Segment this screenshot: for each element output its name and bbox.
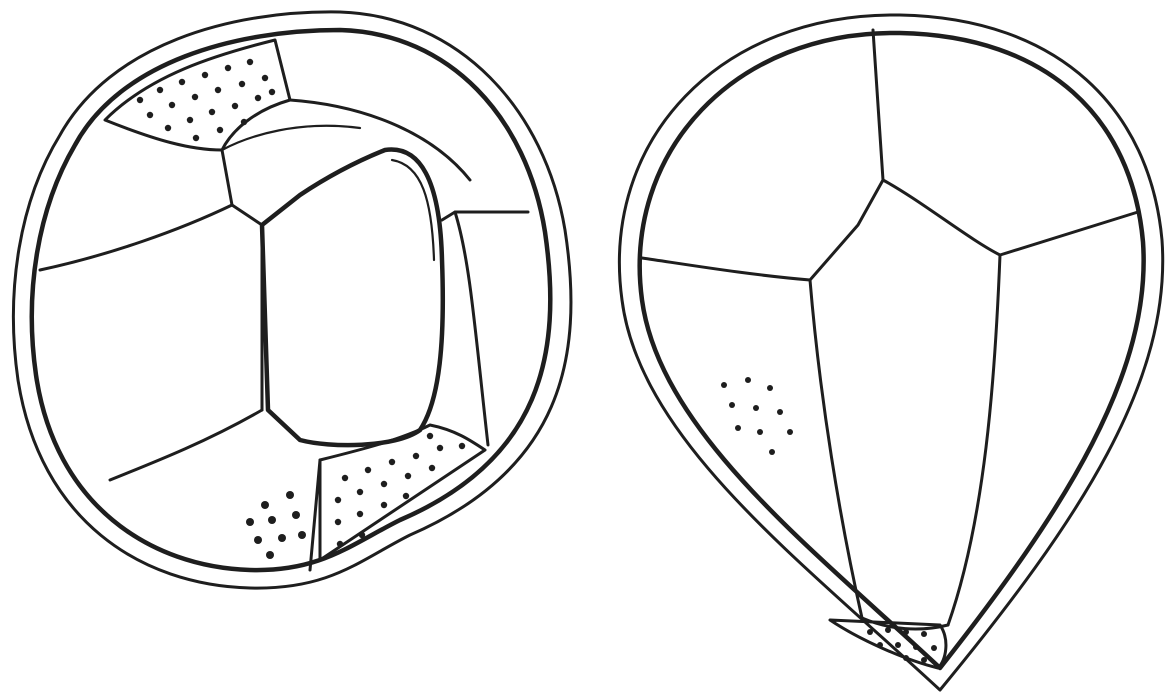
left-bottom-stipple-2: [246, 491, 306, 559]
right-suture-right-top: [883, 180, 1000, 255]
right-suture-left: [642, 258, 810, 280]
left-suture-6: [455, 212, 488, 445]
left-specimen: [13, 12, 571, 588]
right-suture-apex: [810, 180, 883, 280]
right-suture-right: [1000, 212, 1138, 255]
left-upper-arc-2: [222, 126, 360, 150]
left-upper-arc: [290, 100, 470, 180]
right-outer-wall: [619, 15, 1162, 690]
right-side-stipple: [721, 377, 793, 455]
right-inner-wall: [640, 33, 1144, 668]
right-suture-top: [873, 30, 883, 180]
left-suture-4: [110, 410, 262, 480]
right-suture-left-long: [810, 280, 862, 618]
right-specimen: [619, 15, 1162, 690]
left-suture-1: [222, 150, 262, 225]
left-suture-2: [40, 205, 232, 270]
left-top-stipple: [137, 59, 275, 141]
left-central-oval: [262, 150, 443, 446]
right-suture-right-long: [948, 255, 1000, 625]
